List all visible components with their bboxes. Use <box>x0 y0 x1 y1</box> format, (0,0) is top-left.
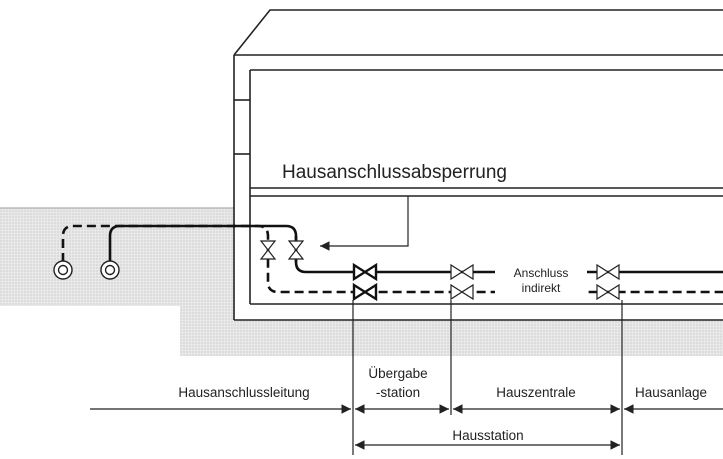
bowtie-valve-icon <box>287 240 305 260</box>
supply-pipe-outdoor <box>108 224 723 274</box>
house <box>233 9 723 321</box>
house-connection-symbols <box>53 260 120 280</box>
connection-line-label: Hausanschlussleitung <box>178 385 309 400</box>
shutoff-label: Hausanschlussabsperrung <box>282 162 507 183</box>
bowtie-valve-icon <box>596 263 620 281</box>
bowtie-valve-icon <box>450 283 474 301</box>
house-station-label: Hausstation <box>452 428 523 443</box>
house-roof <box>233 9 723 56</box>
dimension-lines <box>90 300 723 455</box>
labels: Hausanschlussabsperrung Anschluss indire… <box>178 162 707 443</box>
indirect-label-line1: Anschluss <box>514 266 569 280</box>
circle-target-icon <box>100 260 120 280</box>
house-central-label: Hauszentrale <box>496 385 576 400</box>
valves <box>259 240 620 302</box>
return-pipe-outdoor <box>61 224 723 294</box>
shutoff-callout-arrow <box>320 196 409 251</box>
house-system-label: Hausanlage <box>635 385 707 400</box>
bowtie-valve-icon <box>450 263 474 281</box>
bowtie-valve-icon <box>596 283 620 301</box>
circle-target-icon <box>53 260 73 280</box>
ground <box>0 207 723 356</box>
soil-area <box>0 208 723 356</box>
bowtie-valve-icon <box>352 282 378 302</box>
bowtie-valve-icon <box>352 262 378 282</box>
indirect-label-mask <box>495 264 587 298</box>
transfer-station-label-line2: -station <box>376 385 420 400</box>
indirect-label-line2: indirekt <box>522 281 561 295</box>
bowtie-valve-icon <box>259 240 277 260</box>
transfer-station-label-line1: Übergabe <box>368 366 427 381</box>
